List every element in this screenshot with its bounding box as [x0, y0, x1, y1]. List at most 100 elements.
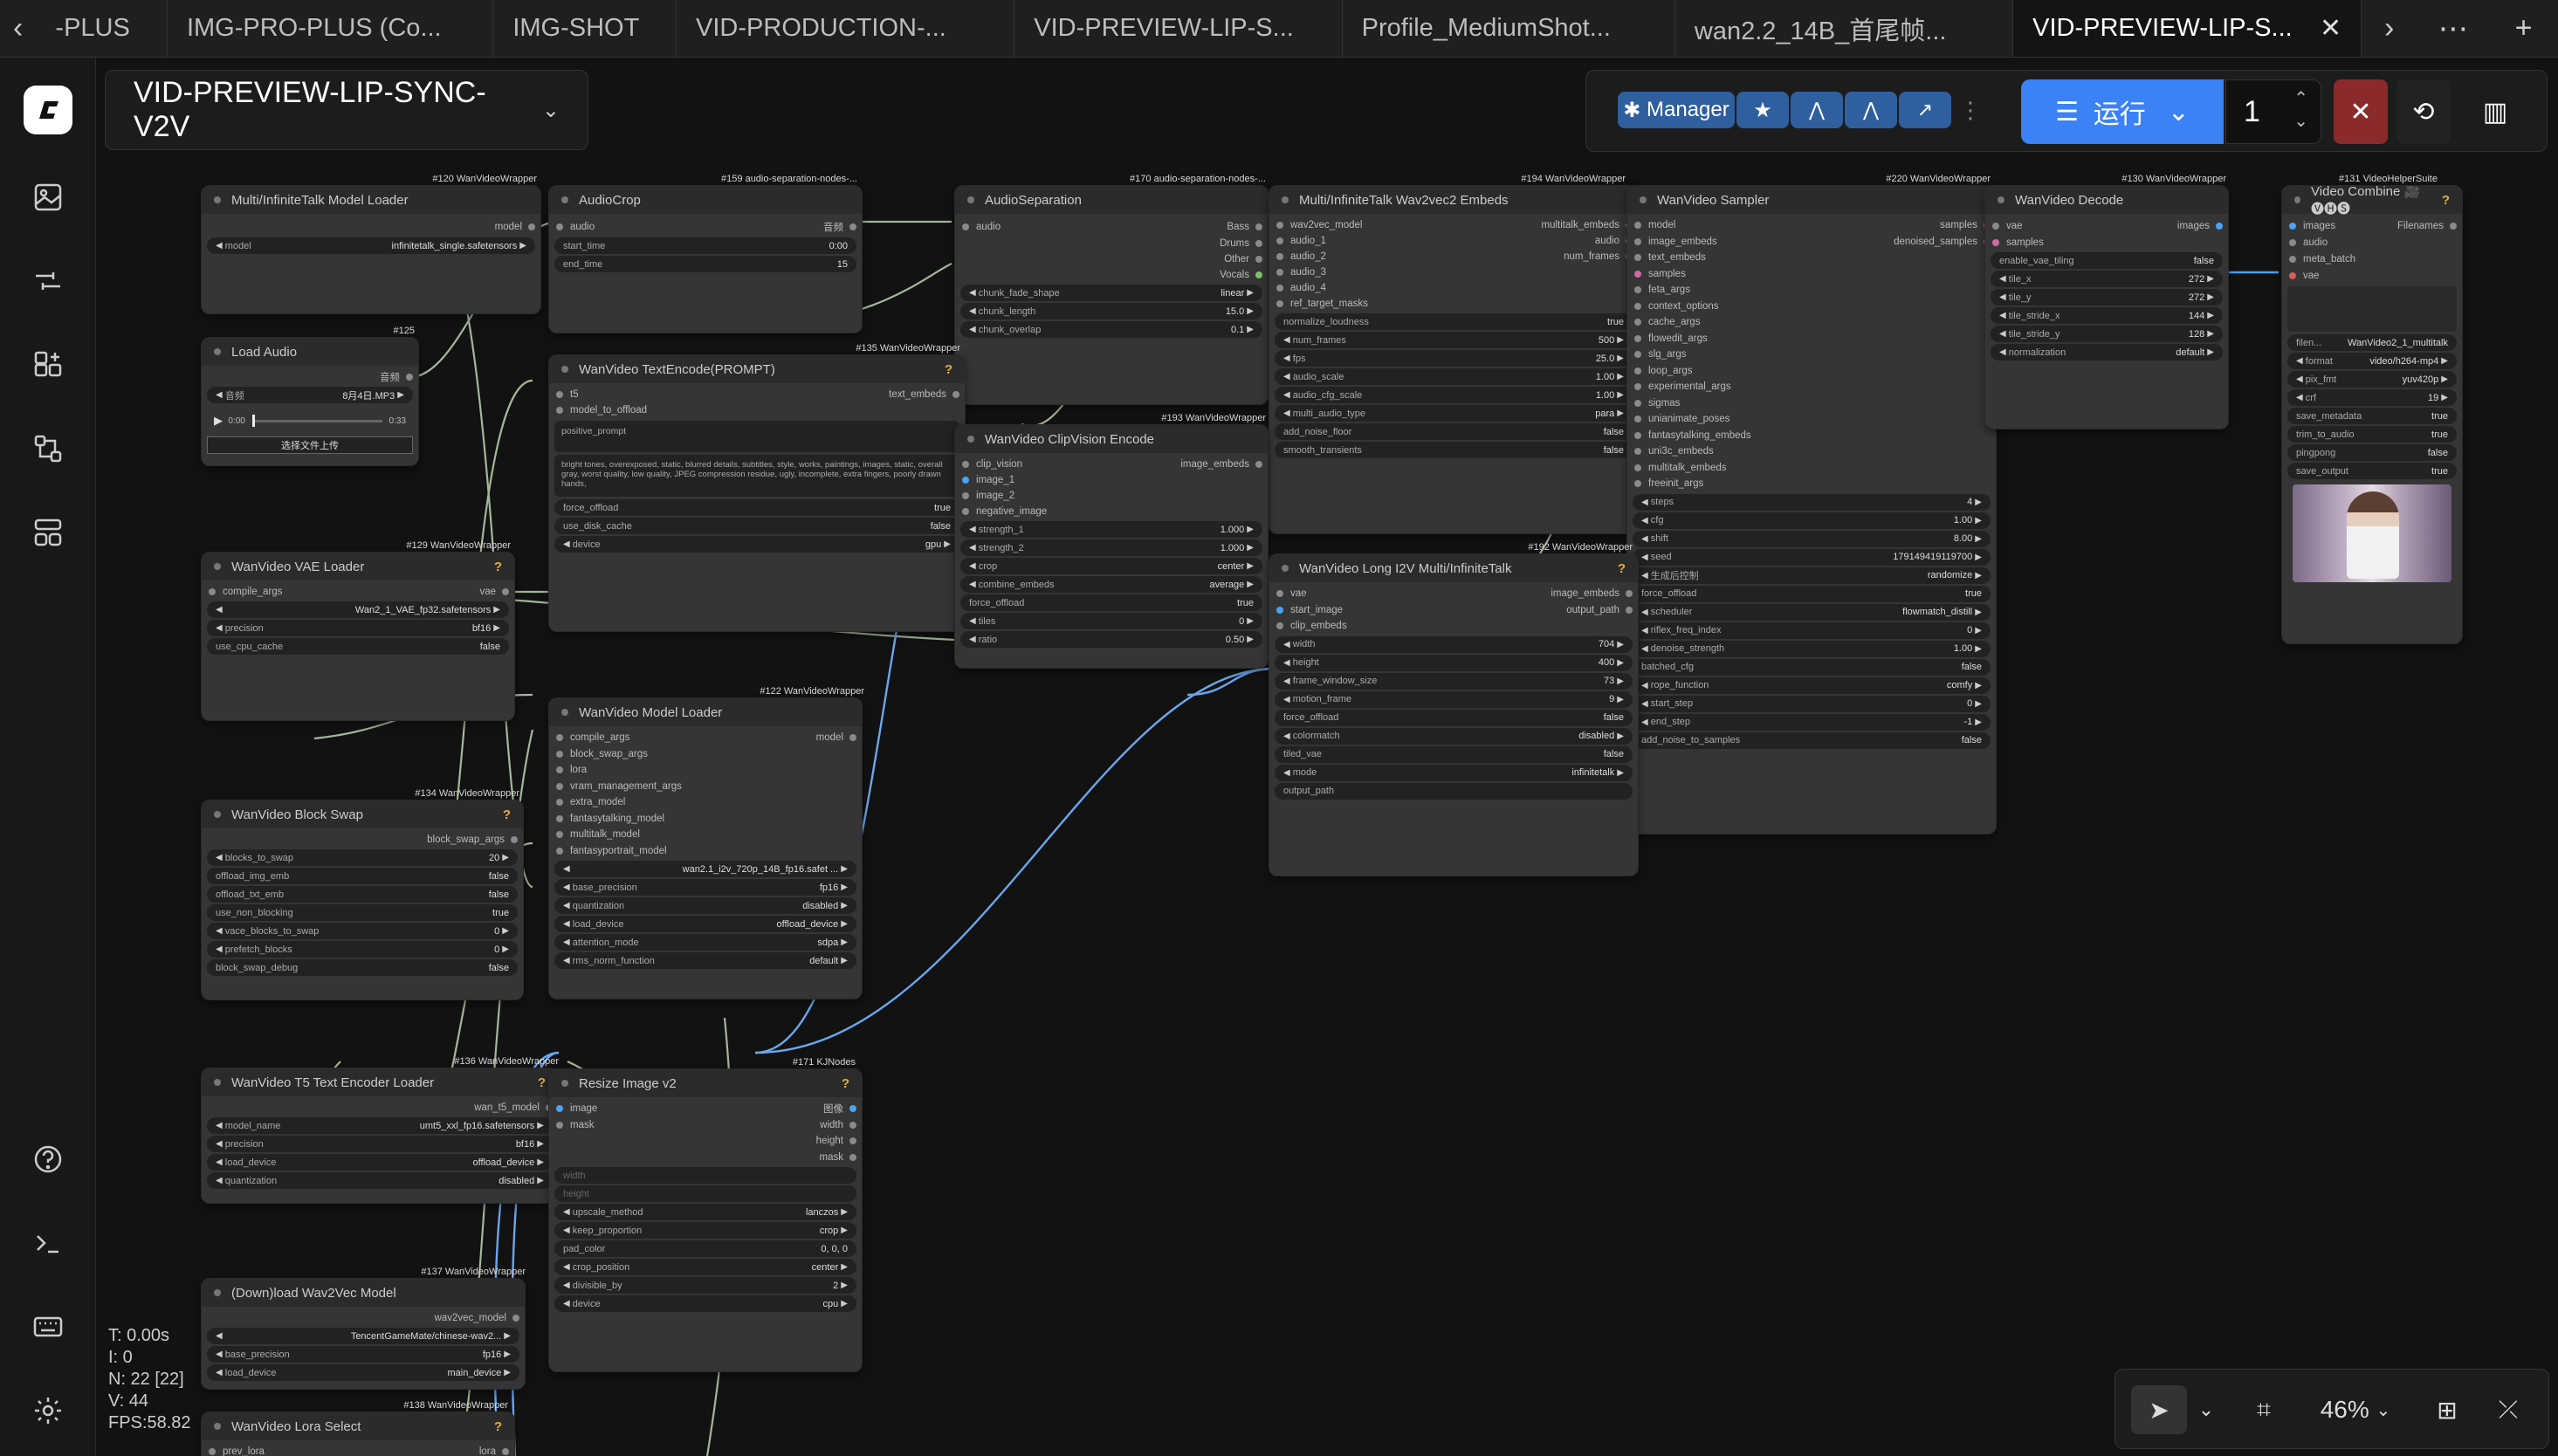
workflows-icon[interactable]	[24, 424, 72, 473]
hide-links-icon[interactable]: ⤫	[2498, 1395, 2519, 1423]
tab-vid-preview-active[interactable]: VID-PREVIEW-LIP-S...✕	[2013, 0, 2362, 57]
tab-wan22[interactable]: wan2.2_14B_首尾帧...	[1675, 0, 2014, 57]
tab-vid-preview-1[interactable]: VID-PREVIEW-LIP-S...	[1014, 0, 1343, 57]
tab-scroll-right-icon[interactable]: ›	[2384, 11, 2395, 45]
node-library-icon[interactable]	[24, 257, 72, 306]
node-icon[interactable]: ⋀	[1791, 92, 1843, 128]
tab-scroll-left-icon[interactable]: ‹	[13, 11, 24, 45]
node-collapse-dot[interactable]	[214, 196, 221, 203]
cancel-run-button[interactable]: ✕	[2334, 79, 2388, 144]
tab-profile-mediumshot[interactable]: Profile_MediumShot...	[1343, 0, 1675, 57]
negative-prompt-textarea[interactable]: bright tones, overexposed, static, blurr…	[554, 455, 959, 497]
output-slot[interactable]	[528, 223, 535, 230]
play-icon[interactable]: ▶	[214, 414, 223, 427]
queue-history-icon[interactable]: ⟲	[2396, 79, 2451, 144]
workflow-title-dropdown[interactable]: VID-PREVIEW-LIP-SYNC-V2V ⌄	[105, 70, 588, 150]
video-preview-thumbnail[interactable]	[2293, 484, 2451, 582]
node-long-i2v-multitalk[interactable]: WanVideo Long I2V Multi/InfiniteTalk? va…	[1269, 553, 1639, 876]
tab-vid-production[interactable]: VID-PRODUCTION-...	[677, 0, 1015, 57]
select-pointer-icon[interactable]: ➤	[2131, 1385, 2187, 1434]
height-input[interactable]: height	[554, 1185, 856, 1202]
input-slot[interactable]	[556, 223, 563, 230]
new-tab-plus-icon[interactable]: +	[2514, 11, 2533, 45]
star-icon[interactable]: ★	[1736, 92, 1789, 128]
zoom-level-dropdown[interactable]: 46% ⌄	[2320, 1396, 2391, 1423]
fork-icon[interactable]: ⋀	[1845, 92, 1897, 128]
share-arrow-icon[interactable]: ↗	[1899, 92, 1951, 128]
model-library-icon[interactable]	[24, 340, 72, 389]
more-options-icon[interactable]: ⋯	[2438, 11, 2468, 45]
manager-button[interactable]: ✱ Manager	[1618, 92, 1735, 128]
tab-plus[interactable]: -PLUS	[36, 0, 168, 57]
end-step-widget[interactable]: ◀ end_step-1 ▶	[1633, 713, 1991, 731]
chevron-down-icon[interactable]: ⌄	[2197, 1398, 2215, 1420]
settings-gear-icon[interactable]	[24, 1386, 72, 1435]
batch-count-input[interactable]: 1⌃⌄	[2225, 79, 2321, 144]
width-input[interactable]: width	[554, 1167, 856, 1184]
wav2vec-model-select[interactable]: ◀ TencentGameMate/chinese-wav2... ▶	[207, 1328, 519, 1344]
